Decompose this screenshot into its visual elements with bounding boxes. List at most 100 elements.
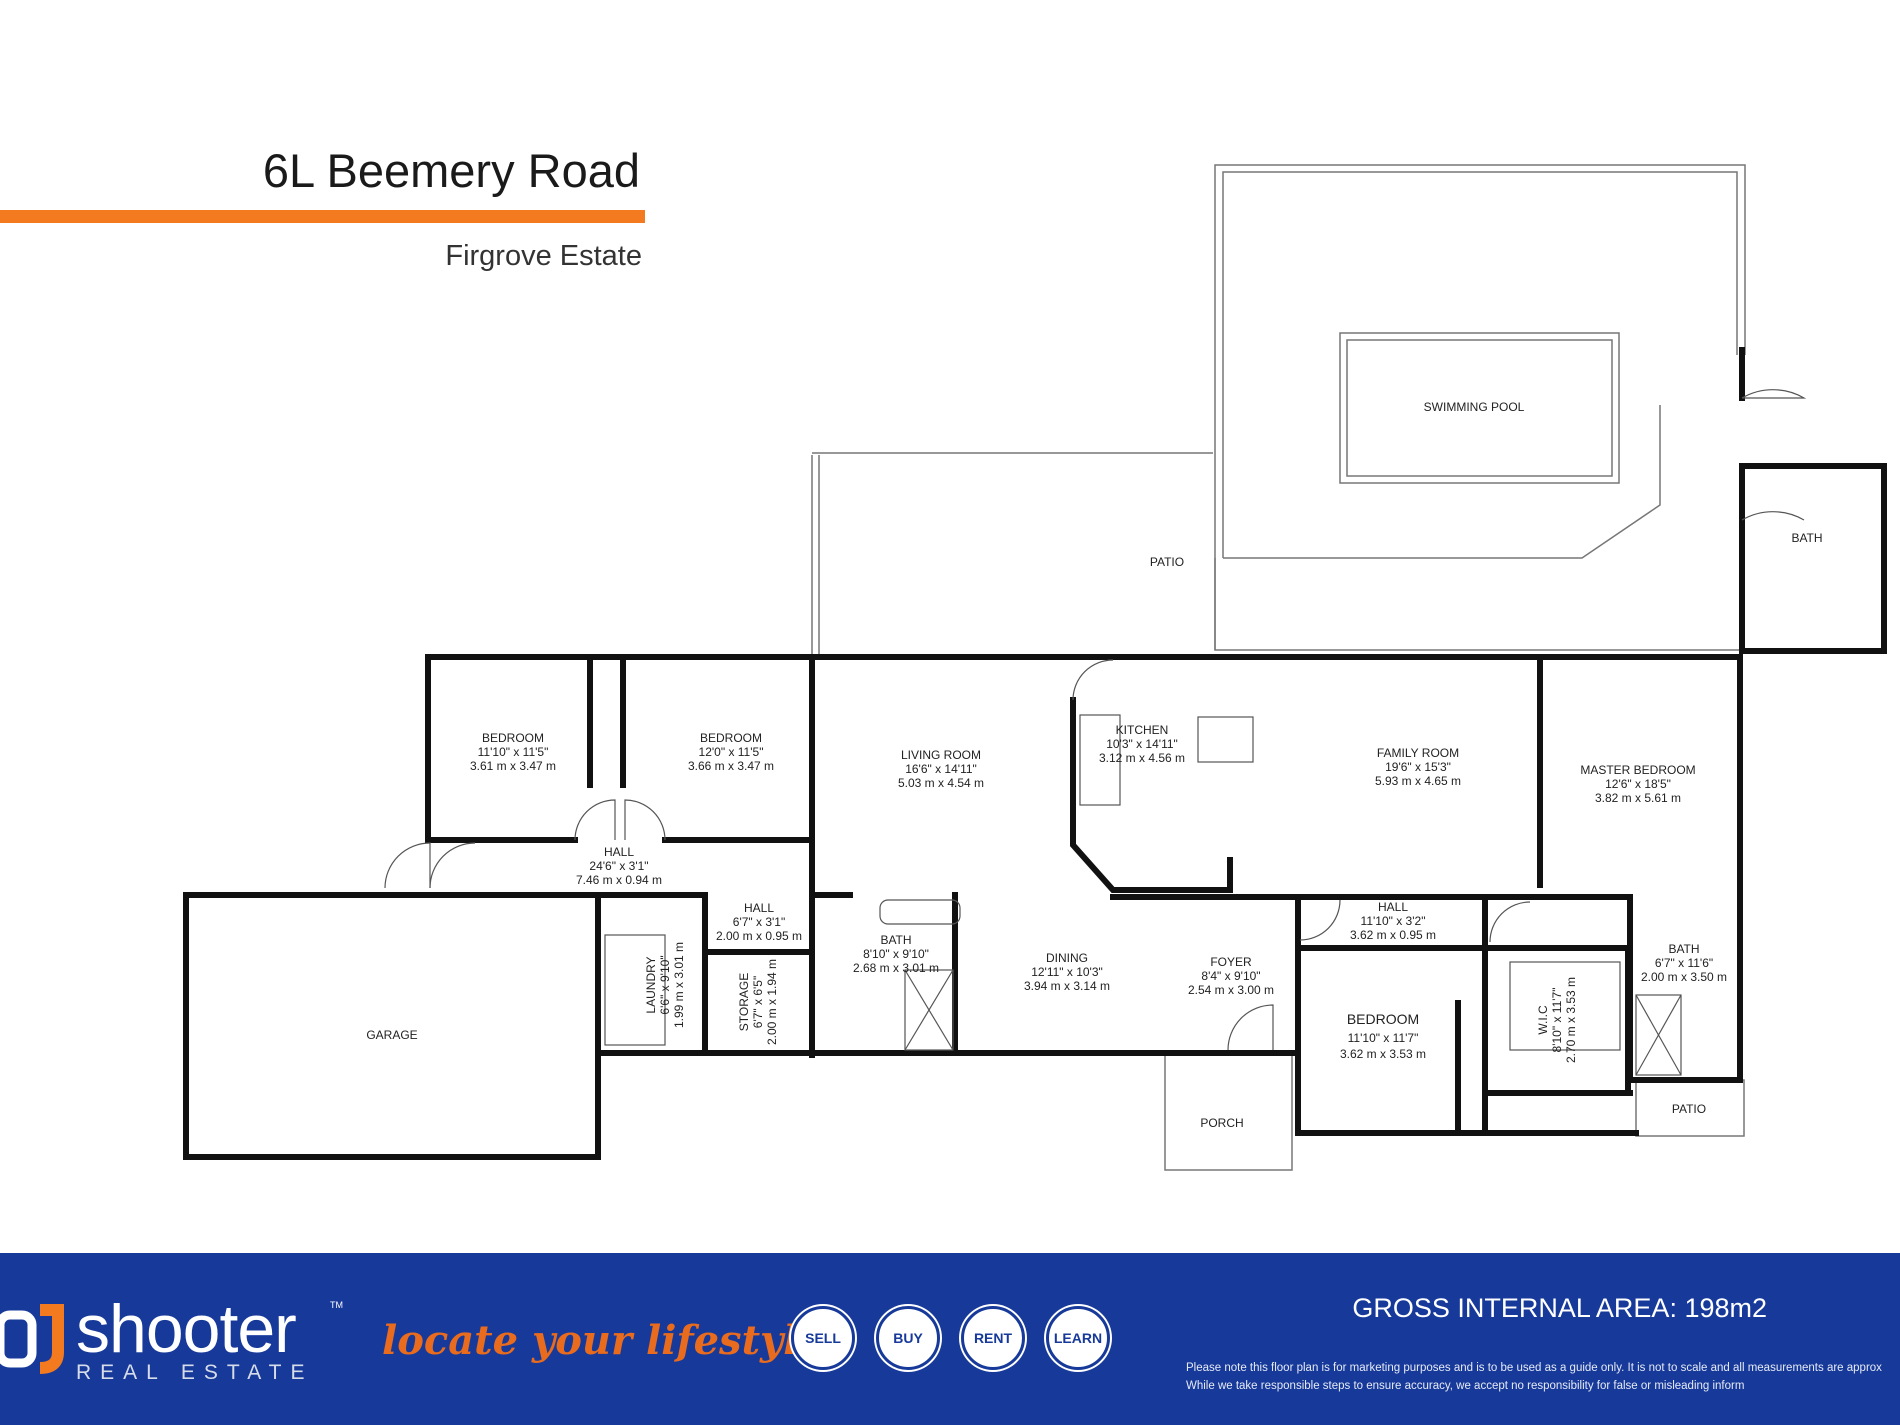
gross-internal-area: GROSS INTERNAL AREA: 198m2 [1352,1293,1767,1323]
page-title: 6L Beemery Road [262,144,640,197]
logo-mark-icon [0,1300,70,1375]
pool-inner [1346,339,1613,477]
label-kitchen: KITCHEN [1116,723,1169,737]
floor-plan: SWIMMING POOL PATIO BATH BEDROOM 11'10" … [183,164,1887,1171]
dim-bedroom1-imperial: 11'10" x 11'5" [478,745,549,759]
label-bath-outdoor: BATH [1791,531,1822,545]
label-bedroom3: BEDROOM [1347,1011,1419,1027]
label-patio-side: PATIO [1672,1102,1706,1116]
dim-wic-metric: 2.70 m x 3.53 m [1564,977,1578,1063]
tagline: locate your lifestyle [382,1317,824,1364]
dim-living-imperial: 16'6" x 14'11" [905,762,977,776]
learn-button[interactable]: LEARN [1046,1306,1110,1370]
dim-kitchen-metric: 3.12 m x 4.56 m [1099,751,1185,765]
pool-outline [1339,332,1620,484]
dim-bedroom3-metric: 3.62 m x 3.53 m [1340,1047,1426,1061]
dim-family-metric: 5.93 m x 4.65 m [1375,774,1461,788]
dim-bath-ensuite-imperial: 6'7" x 11'6" [1655,956,1713,970]
dim-wic-imperial: 8'10" x 11'7" [1550,988,1564,1053]
dim-bedroom1-metric: 3.61 m x 3.47 m [470,759,556,773]
label-bath-main: BATH [880,933,911,947]
dim-storage-imperial: 6'7" x 6'5" [751,976,765,1028]
kitchen-bench [1079,714,1121,806]
dim-bedroom2-metric: 3.66 m x 3.47 m [688,759,774,773]
room-labels: SWIMMING POOL PATIO BATH BEDROOM 11'10" … [366,400,1822,1130]
dim-hall-main-imperial: 24'6" x 3'1" [589,859,648,873]
door-swing-9 [1299,899,1341,941]
dim-hall-east-imperial: 11'10" x 3'2" [1361,914,1426,928]
dim-storage-metric: 2.00 m x 1.94 m [765,959,779,1045]
rent-button[interactable]: RENT [961,1306,1025,1370]
label-bedroom2: BEDROOM [700,731,762,745]
pool-deck-edge-outer [1214,558,1740,651]
dim-dining-imperial: 12'11" x 10'3" [1031,965,1103,979]
dim-bath-main-imperial: 8'10" x 9'10" [863,947,929,961]
logo-wordmark: shooter [76,1291,297,1367]
door-swing-3 [384,842,431,889]
door-swing-10 [1489,901,1531,943]
label-hall-east: HALL [1378,900,1408,914]
dim-hall-main-metric: 7.46 m x 0.94 m [576,873,662,887]
pool-deck-edge [1223,405,1661,559]
bathtub [879,899,961,925]
label-garage: GARAGE [366,1028,417,1042]
dim-bath-main-metric: 2.68 m x 3.01 m [853,961,939,975]
pool-deck-inner [1222,171,1738,558]
disclaimer-line-1: Please note this floor plan is for marke… [1186,1362,1882,1374]
kitchen-counter [1197,716,1254,763]
dim-kitchen-imperial: 10'3" x 14'11" [1106,737,1178,751]
door-swing-7 [1227,1004,1274,1051]
label-porch: PORCH [1200,1116,1243,1130]
dim-bath-ensuite-metric: 2.00 m x 3.50 m [1641,970,1727,984]
dim-hall-small-imperial: 6'7" x 3'1" [733,915,785,929]
dim-bedroom2-imperial: 12'0" x 11'5" [699,745,764,759]
door-swing-1 [574,799,616,841]
garage-walls [183,892,601,1160]
porch-outline [1164,1054,1293,1171]
dim-hall-east-metric: 3.62 m x 0.95 m [1350,928,1436,942]
ensuite-shower [1635,994,1682,1076]
label-hall-main: HALL [604,845,634,859]
label-living: LIVING ROOM [901,748,981,762]
door-swing-4 [429,842,476,889]
title-underline-bar [0,210,645,223]
dim-laundry-metric: 1.99 m x 3.01 m [672,942,686,1028]
label-patio-back: PATIO [1150,555,1184,569]
label-hall-small: HALL [744,901,774,915]
label-family: FAMILY ROOM [1377,746,1459,760]
dim-master-imperial: 12'6" x 18'5" [1605,777,1671,791]
dim-bedroom3-imperial: 11'10" x 11'7" [1348,1031,1419,1045]
wardrobe [1509,961,1621,1051]
label-bath-ensuite: BATH [1668,942,1699,956]
dim-hall-small-metric: 2.00 m x 0.95 m [716,929,802,943]
shower [904,969,954,1051]
label-foyer: FOYER [1210,955,1252,969]
dim-foyer-metric: 2.54 m x 3.00 m [1188,983,1274,997]
label-storage: STORAGE [737,973,751,1031]
dim-family-imperial: 19'6" x 15'3" [1385,760,1451,774]
footer-bar [0,1253,1900,1425]
disclaimer-line-2: While we take responsible steps to ensur… [1186,1380,1745,1392]
dim-foyer-imperial: 8'4" x 9'10" [1201,969,1260,983]
logo-trademark: TM [330,1300,343,1310]
door-swing-8 [1072,659,1114,701]
door-swing-2 [624,799,666,841]
label-bedroom1: BEDROOM [482,731,544,745]
outdoor-bath-walls [1739,463,1887,654]
label-laundry: LAUNDRY [644,956,658,1013]
dim-master-metric: 3.82 m x 5.61 m [1595,791,1681,805]
label-dining: DINING [1046,951,1088,965]
dim-laundry-imperial: 6'6" x 9'10" [658,955,672,1014]
kitchen-island [1070,697,1233,893]
label-master: MASTER BEDROOM [1580,763,1695,777]
buy-button[interactable]: BUY [876,1306,940,1370]
door-swing-5 [1741,389,1807,399]
laundry-bench [604,934,666,1046]
dim-living-metric: 5.03 m x 4.54 m [898,776,984,790]
logo-subtitle: REAL ESTATE [76,1361,314,1384]
dim-dining-metric: 3.94 m x 3.14 m [1024,979,1110,993]
pool-deck-outline [1214,164,1746,650]
label-swimming-pool: SWIMMING POOL [1424,400,1525,414]
door-swing-6 [1741,511,1805,521]
sell-button[interactable]: SELL [791,1306,855,1370]
